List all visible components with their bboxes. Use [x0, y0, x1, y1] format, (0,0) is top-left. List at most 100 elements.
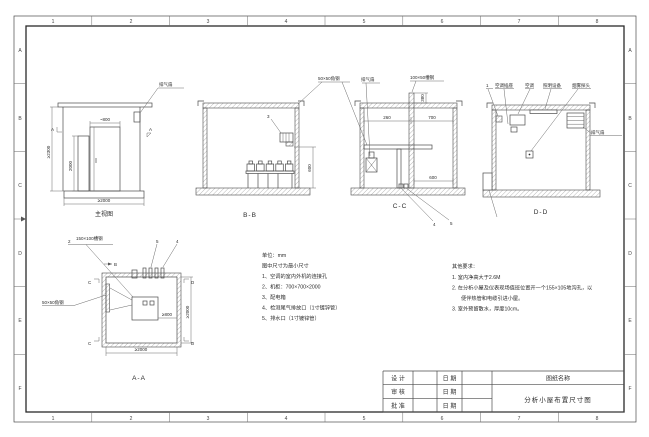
zone-number: 7 — [518, 19, 521, 25]
side-panel — [77, 135, 90, 192]
zone-letter: C — [628, 183, 632, 189]
callout-3: 3 — [267, 114, 270, 119]
dim-height: ≥2300 — [46, 145, 51, 158]
review-label: 审 核 — [391, 388, 405, 396]
zone-letter: E — [628, 318, 632, 324]
design-label: 设 计 — [391, 375, 405, 383]
zone-letter: D — [18, 251, 22, 257]
light-label: 照明设备 — [543, 82, 561, 89]
view-section-dd: 1 空调插座 空调 照明设备 烟雾探头 排气扇 — [482, 82, 622, 218]
section-marker-a-left: A — [51, 127, 54, 132]
dim-width: ≥2000 — [135, 347, 148, 352]
zone-letter: F — [628, 386, 631, 392]
view-title: 主视图 — [95, 210, 113, 218]
dim-door-width: ~800 — [100, 117, 111, 122]
zone-letter: A — [628, 48, 632, 54]
dim-height: ≥2000 — [185, 305, 190, 318]
ac-label: 空调 — [525, 82, 534, 89]
centerline-arrow — [21, 216, 26, 222]
view-section-bb: 3 600 50×50角钢 B-B — [195, 75, 368, 219]
view-title: A-A — [132, 375, 146, 382]
note-min-dims: 图中尺寸为最小尺寸 — [262, 262, 309, 270]
dim-380: 380 — [420, 94, 425, 102]
zone-number: 6 — [441, 416, 444, 422]
zone-number: 2 — [130, 416, 133, 422]
date-label: 日 期 — [443, 375, 457, 383]
equipment-cabinet — [131, 296, 159, 321]
note-title: 其他要求： — [452, 262, 478, 270]
note-item: 1、空调的室内外机的连接孔 — [262, 272, 328, 280]
dim-600: 600 — [429, 175, 437, 180]
steel-label: 50×50角钢 — [42, 299, 64, 306]
zone-letter: C — [18, 183, 22, 189]
zone-number: 8 — [596, 416, 599, 422]
note-item: 5、排水口（1寸镀锌管） — [262, 314, 320, 322]
dim-door-height: 2000 — [68, 160, 73, 171]
steel-label: 50×50角钢 — [318, 75, 340, 82]
section-marker-a-right: A — [149, 127, 152, 132]
dim-cabinet: ≥800 — [162, 312, 172, 317]
callout-1: 1 — [486, 83, 489, 88]
ac-socket — [495, 115, 503, 123]
note-item: 3、配电箱 — [262, 293, 286, 301]
fan-label: 排气扇 — [361, 76, 375, 83]
callout-4: 4 — [176, 239, 179, 244]
callout-4: 4 — [433, 222, 436, 227]
view-section-cc: 排气扇 100×50槽钢 380 260 700 600 4 5 C-C — [350, 74, 466, 227]
zone-letter: B — [18, 116, 22, 122]
view-main-elevation: 排气扇 ~800 2000 ≥2300 ≥2000 A A 主视图 — [46, 81, 184, 218]
zone-number: 2 — [130, 19, 133, 25]
notes-right: 其他要求： 1. 室内净高大于2.6M 2. 在分析小屋及仪表现场值班位置开一个… — [452, 262, 592, 313]
drawing-title: 分析小屋布置尺寸图 — [524, 395, 592, 404]
section-marker-c: C — [88, 280, 92, 285]
note-item: 2. 在分析小屋及仪表现场值班位置开一个155×105地沟孔，以 — [452, 284, 592, 292]
smoke-label: 烟雾探头 — [572, 82, 590, 89]
air-conditioner — [509, 114, 526, 126]
zone-letter: B — [628, 116, 632, 122]
view-title: B-B — [243, 212, 257, 219]
section-marker-d: D — [191, 280, 195, 285]
zone-number: 1 — [52, 416, 55, 422]
exhaust-fan-box — [133, 111, 141, 123]
zone-number: 8 — [596, 19, 599, 25]
date-label: 日 期 — [443, 388, 457, 396]
zone-number: 7 — [518, 416, 521, 422]
drawing-name-header: 图纸名称 — [546, 375, 570, 383]
vent-channel — [408, 92, 415, 189]
trench-hole — [482, 172, 493, 191]
view-title: D-D — [534, 209, 549, 216]
note-unit: 单位：mm — [262, 251, 286, 259]
zone-number: 5 — [363, 19, 366, 25]
note-item: 2、机柜：700×700×2000 — [262, 283, 321, 291]
zone-letter: F — [18, 386, 21, 392]
title-block: 设 计 审 核 批 准 日 期 日 期 日 期 图纸名称 分析小屋布置尺寸图 — [382, 370, 624, 413]
exhaust-fan-louver — [566, 112, 585, 129]
socket-label: 空调插座 — [495, 82, 513, 89]
zone-number: 3 — [207, 416, 210, 422]
view-title: C-C — [393, 203, 408, 210]
zone-letter: D — [628, 251, 632, 257]
zone-letter: E — [18, 318, 22, 324]
section-marker-c: C — [88, 341, 92, 346]
dim-260: 260 — [383, 115, 391, 120]
section-marker-d: D — [191, 341, 195, 346]
door — [89, 126, 121, 192]
note-item: 1. 室内净高大于2.6M — [452, 273, 500, 281]
callout-2: 2 — [68, 239, 71, 244]
approve-label: 批 准 — [391, 402, 405, 410]
notes-left: 单位：mm 图中尺寸为最小尺寸 1、空调的室内外机的连接孔 2、机柜：700×7… — [262, 251, 340, 322]
note-item: 3. 室外预留散水，厚度10cm。 — [452, 305, 522, 313]
zone-number: 6 — [441, 19, 444, 25]
callout-5: 5 — [450, 221, 453, 226]
dim-700: 700 — [428, 115, 436, 120]
zone-number: 5 — [363, 416, 366, 422]
zone-number: 3 — [207, 19, 210, 25]
note-item: 便伴热管和电缆引进小屋。 — [461, 294, 523, 302]
wall-box — [279, 132, 294, 143]
callout-5: 5 — [156, 239, 159, 244]
zone-number: 4 — [285, 19, 288, 25]
fan-label: 排气扇 — [159, 81, 173, 88]
sheet-border: 1 2 3 4 5 6 7 8 1 2 3 4 5 6 7 8 A B C D … — [13, 15, 637, 423]
section-marker-b: B — [114, 262, 117, 267]
